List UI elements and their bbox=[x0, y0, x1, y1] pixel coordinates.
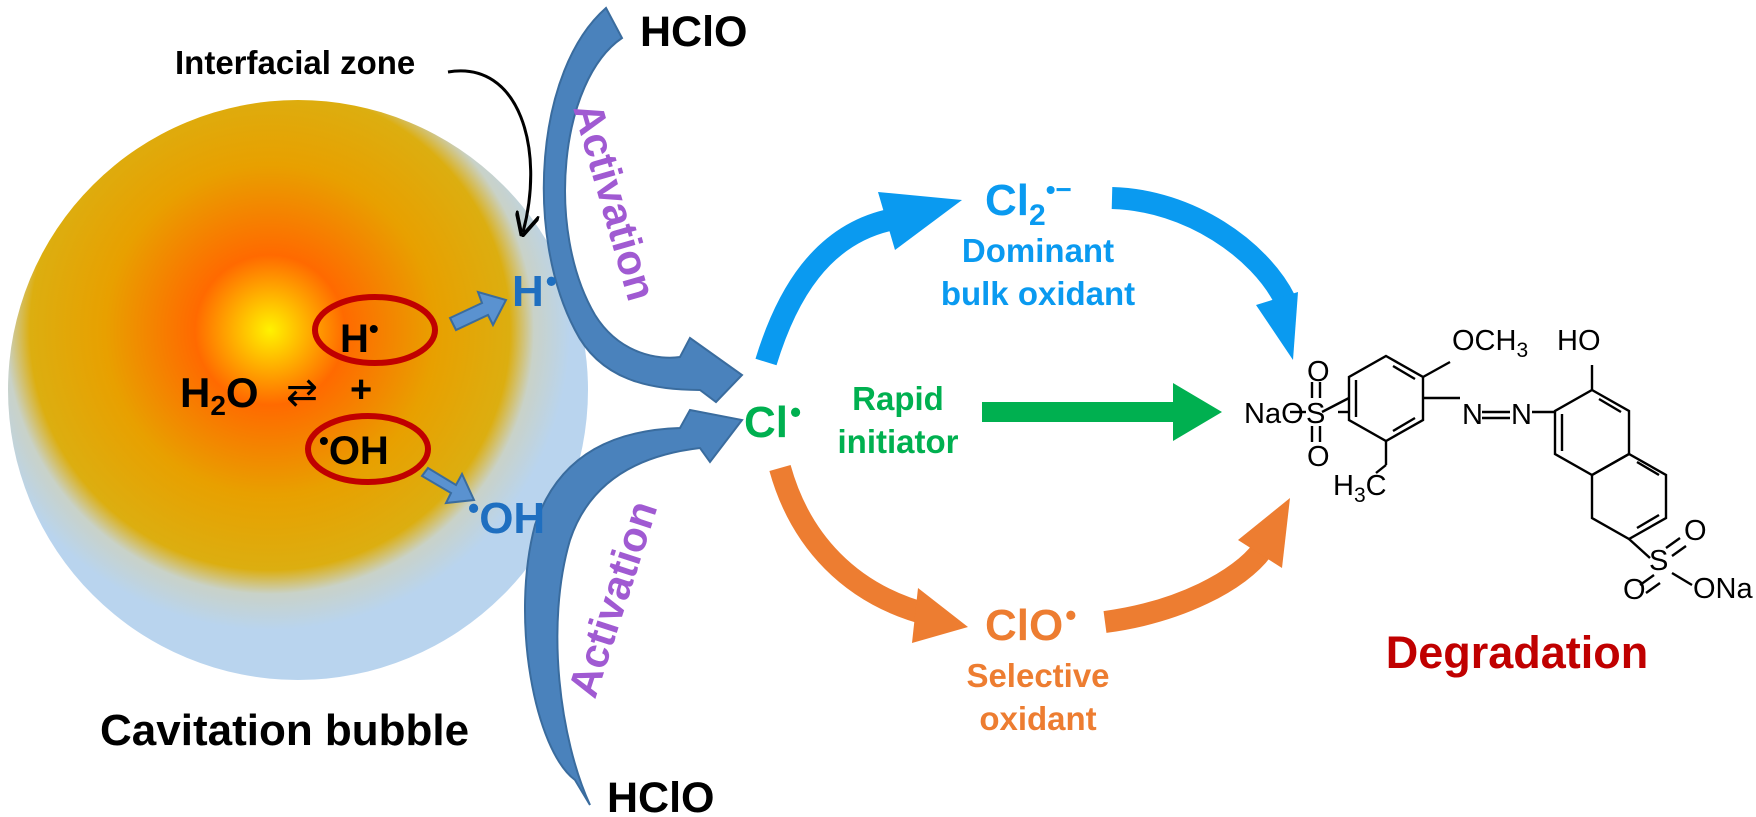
hclo-bottom-label: HClO bbox=[607, 774, 715, 817]
s-left-label: S bbox=[1306, 398, 1325, 430]
o-left-bottom-label: O bbox=[1307, 441, 1330, 473]
ho-label: HO bbox=[1557, 325, 1601, 357]
ona-label: ONa bbox=[1693, 573, 1754, 605]
n-right-label: N bbox=[1511, 399, 1532, 431]
azo-dye-labels: NaO S O O OCH3 H3C N N HO S O O ONa bbox=[1244, 325, 1754, 606]
clo-radical: ClO• bbox=[985, 597, 1076, 650]
hclo-top-activation-arrow bbox=[542, 6, 744, 404]
clo-role-line2: oxidant bbox=[979, 700, 1096, 737]
activation-label-top: Activation bbox=[564, 98, 665, 306]
orange-arrow-down bbox=[769, 464, 933, 626]
h-out-arrow bbox=[448, 290, 508, 332]
blue-arrow-up bbox=[755, 207, 902, 366]
hclo-bottom-activation-arrow bbox=[524, 408, 744, 806]
equilibrium-arrows: ⇄ bbox=[286, 372, 318, 414]
plus-sign: + bbox=[350, 369, 372, 411]
hclo-top-label: HClO bbox=[640, 8, 748, 56]
o-left-top-label: O bbox=[1307, 356, 1330, 388]
cl2-radical-anion: Cl2•− bbox=[985, 174, 1072, 232]
h-radical-outer: H• bbox=[512, 263, 557, 316]
h-radical-oval bbox=[312, 294, 438, 366]
h-radical-inner: H• bbox=[340, 313, 379, 361]
blue-arrow-down bbox=[1111, 187, 1295, 306]
h3c-label: H3C bbox=[1333, 470, 1387, 507]
degradation-label: Degradation bbox=[1386, 627, 1649, 678]
cavitation-bubble bbox=[8, 100, 588, 680]
azo-dye-structure bbox=[1290, 354, 1693, 594]
cl-radical: Cl• bbox=[744, 394, 801, 447]
interfacial-zone-label: Interfacial zone bbox=[175, 44, 415, 81]
water-label: H2O bbox=[180, 369, 259, 421]
orange-arrow-up bbox=[1103, 543, 1271, 633]
cl2-role-line2: bulk oxidant bbox=[941, 275, 1135, 312]
green-arrow bbox=[982, 383, 1222, 441]
interfacial-zone-pointer bbox=[447, 69, 531, 232]
oh-radical-inner: •OH bbox=[319, 425, 389, 473]
n-left-label: N bbox=[1462, 399, 1483, 431]
clo-role-line1: Selective bbox=[966, 657, 1109, 694]
cl-role-line2: initiator bbox=[838, 423, 959, 460]
oh-out-arrow bbox=[420, 466, 476, 505]
blue-arrow-down-head bbox=[1256, 292, 1298, 360]
s-right-label: S bbox=[1649, 545, 1668, 577]
o-right-bottom-label: O bbox=[1623, 574, 1646, 606]
oh-radical-oval bbox=[305, 413, 431, 485]
o-right-top-label: O bbox=[1684, 515, 1707, 547]
orange-arrow-up-head bbox=[1238, 498, 1290, 568]
oh-radical-outer: •OH bbox=[468, 490, 545, 543]
orange-arrow-down-head bbox=[912, 588, 968, 643]
och3-label: OCH3 bbox=[1452, 325, 1528, 362]
nao-left-label: NaO bbox=[1244, 398, 1304, 430]
cavitation-bubble-label: Cavitation bubble bbox=[100, 706, 469, 755]
blue-arrow-up-head bbox=[878, 192, 962, 250]
cl2-role-line1: Dominant bbox=[962, 232, 1114, 269]
cl-role-line1: Rapid bbox=[852, 380, 944, 417]
